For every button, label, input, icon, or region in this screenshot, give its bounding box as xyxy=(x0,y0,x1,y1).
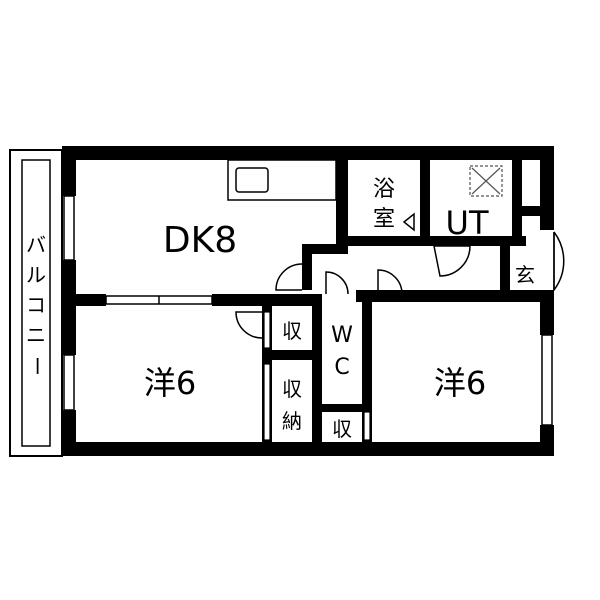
storage-small-left-label: 収 xyxy=(282,319,302,343)
western-left-label: 洋6 xyxy=(144,364,196,402)
balcony-label: バ ル コ ニ ー xyxy=(25,233,49,376)
balcony-char-1: バ xyxy=(26,233,46,257)
bath-label-top: 浴 xyxy=(373,177,395,202)
toilet-c-label: C xyxy=(334,355,349,380)
room-labels: DK8 洋6 洋6 浴 室 UT W C 玄 収 収 納 収 xyxy=(144,177,535,441)
toilet-w-label: W xyxy=(331,323,353,348)
balcony-char-2: ル xyxy=(26,263,46,287)
balcony-char-4: ニ xyxy=(26,323,46,347)
washer-space xyxy=(469,165,503,197)
dk-label: DK8 xyxy=(163,220,237,261)
entrance-label: 玄 xyxy=(515,263,535,287)
closet-label-bottom: 納 xyxy=(282,409,302,433)
doors xyxy=(235,212,565,339)
closet-panels xyxy=(263,311,371,441)
kitchen-counter xyxy=(227,159,337,201)
utility-label: UT xyxy=(446,204,489,242)
western-right-label: 洋6 xyxy=(434,364,486,402)
sliding-door xyxy=(105,295,213,305)
closet-label-top: 収 xyxy=(282,377,302,401)
windows xyxy=(63,195,553,426)
balcony-char-3: コ xyxy=(26,293,46,317)
storage-small-center-label: 収 xyxy=(332,417,352,441)
bath-label-bottom: 室 xyxy=(373,207,395,232)
balcony-char-5: ー xyxy=(25,356,49,376)
